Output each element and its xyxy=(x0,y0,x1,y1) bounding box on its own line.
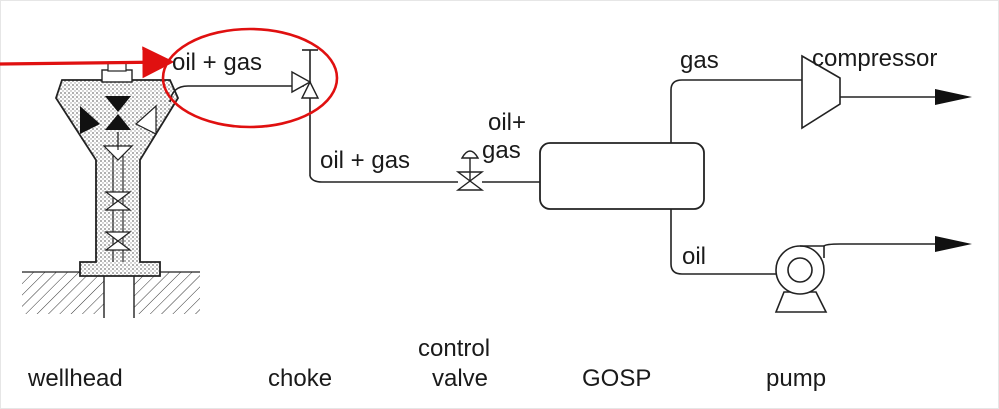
caption-valve: valve xyxy=(432,365,488,392)
arrow-gas-out xyxy=(935,89,972,105)
compressor-symbol xyxy=(801,54,841,130)
pipe-gosp-oil xyxy=(670,209,778,275)
arrow-oil-out xyxy=(935,236,972,252)
choke-symbol xyxy=(291,49,320,176)
gosp-vessel xyxy=(539,142,705,210)
label-gas-small: gas xyxy=(482,137,521,164)
label-oil-bottom: oil xyxy=(682,243,706,270)
caption-pump: pump xyxy=(766,365,826,392)
highlight-arrow xyxy=(0,46,175,79)
caption-choke: choke xyxy=(268,365,332,392)
pipe-pump-out xyxy=(823,243,935,247)
pipe-gosp-gas xyxy=(670,79,802,143)
label-oil-gas-top: oil + gas xyxy=(172,49,262,76)
label-oil-gas-mid: oil + gas xyxy=(320,147,410,174)
label-oil-plus: oil+ xyxy=(488,109,526,136)
label-compressor: compressor xyxy=(812,45,937,72)
caption-gosp: GOSP xyxy=(582,365,651,392)
wellhead-symbol xyxy=(55,61,180,277)
highlight-circle xyxy=(161,27,339,129)
pump-symbol xyxy=(774,245,828,313)
label-gas-top: gas xyxy=(680,47,719,74)
caption-control: control xyxy=(418,335,490,362)
caption-wellhead: wellhead xyxy=(27,365,123,392)
pipe-well-to-choke xyxy=(169,85,304,103)
control-valve-symbol xyxy=(455,150,485,191)
pipe-choke-to-valve xyxy=(309,175,458,183)
